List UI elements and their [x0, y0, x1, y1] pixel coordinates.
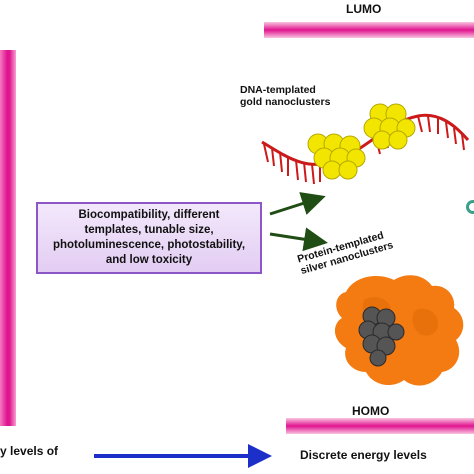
gold-nanocluster-right: [363, 103, 416, 150]
homo-bar: [286, 418, 474, 434]
bottom-left-text: y levels of: [0, 444, 59, 458]
properties-line-2: templates, tunable size,: [84, 224, 214, 236]
properties-box: Biocompatibility, different templates, t…: [36, 202, 262, 274]
dna-caption-line2: gold nanoclusters: [240, 96, 331, 108]
properties-line-1: Biocompatibility, different: [78, 209, 220, 221]
dna-caption: DNA-templated gold nanoclusters: [240, 84, 330, 108]
left-energy-band: [0, 50, 16, 426]
arrow-from-protein: [269, 227, 328, 252]
lumo-bar: [264, 22, 474, 38]
green-arrows: [269, 192, 328, 252]
properties-line-3: photoluminescence, photostability,: [52, 239, 246, 251]
lumo-label: LUMO: [346, 2, 382, 16]
gold-nanocluster-left: [307, 133, 366, 180]
silver-nanocluster: [358, 306, 405, 367]
arrow-from-dna: [269, 192, 326, 216]
bottom-right-text: Discrete energy levels: [300, 448, 427, 462]
blue-arrow: [94, 444, 272, 468]
dna-illustration: [261, 103, 470, 185]
edge-marker: [466, 200, 474, 214]
properties-line-4: and low toxicity: [105, 254, 193, 266]
dna-caption-line1: DNA-templated: [240, 84, 316, 96]
homo-label: HOMO: [352, 404, 390, 418]
protein-illustration: [334, 275, 464, 386]
